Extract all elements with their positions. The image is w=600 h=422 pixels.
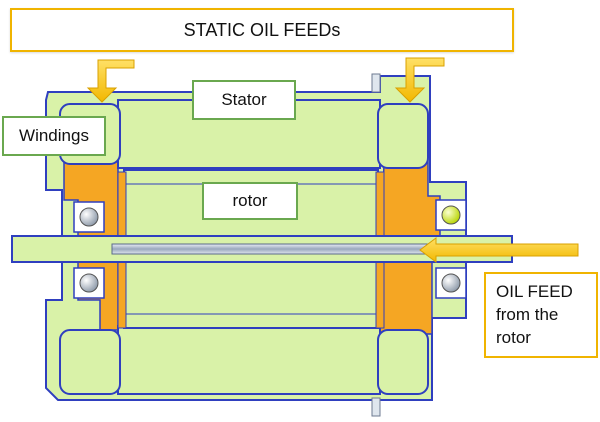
oil-feed-line-2: from the [496,305,559,324]
windings-label: Windings [2,116,106,156]
oil-feed-arrow-left [86,59,135,103]
oil-feed-line-1: OIL FEED [496,282,573,301]
bearing-ball-left-top [79,207,99,227]
bearing-ball-right-top [441,205,461,225]
screw-bottom [371,397,381,417]
stator-label: Stator [192,80,296,120]
winding-bottom-right [377,329,429,395]
oil-feed-label: OIL FEED from the rotor [484,272,598,358]
winding-top-right [377,103,429,169]
stator-text: Stator [221,90,267,109]
bearing-ball-left-bottom [79,273,99,293]
title-text: STATIC OIL FEEDs [183,19,341,40]
stator-body-lower [117,325,381,395]
oil-feed-line-3: rotor [496,328,531,347]
windings-text: Windings [19,126,89,145]
rotor-body-lower [123,257,379,329]
bearing-left-top [73,201,105,233]
rotor-label: rotor [202,182,298,220]
screw-top [371,73,381,93]
oil-feed-arrow-shaft [419,237,579,263]
oil-feed-arrow-right [394,57,445,103]
rotor-text: rotor [232,191,268,210]
bearing-ball-right-bottom [441,273,461,293]
title-label: STATIC OIL FEEDs [10,8,514,52]
winding-bottom-left [59,329,121,395]
